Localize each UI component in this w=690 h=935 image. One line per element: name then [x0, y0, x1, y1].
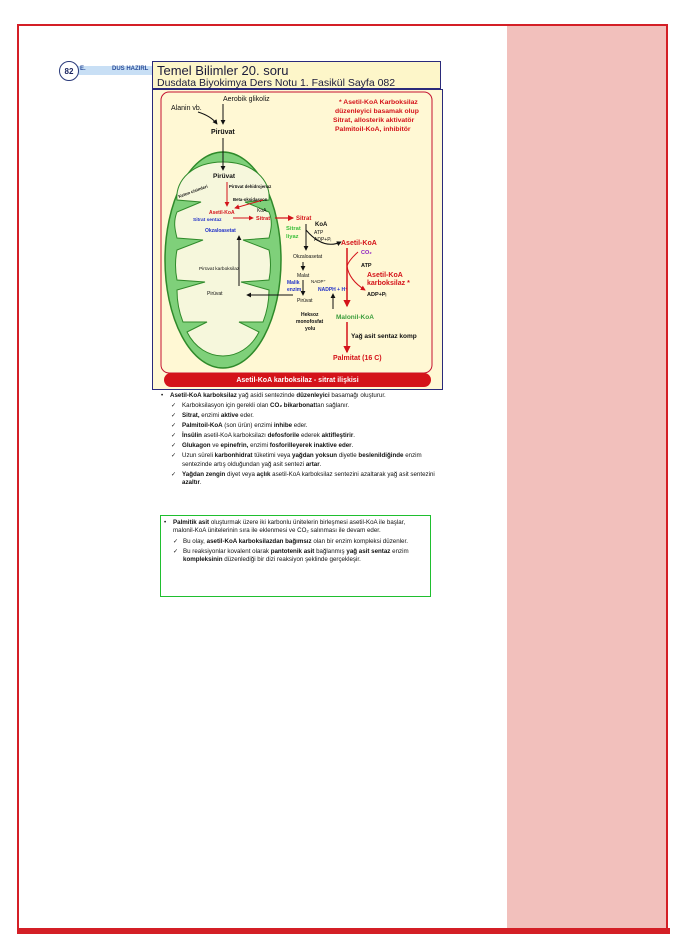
main-text: Asetil-KoA karboksilaz yağ asidi sentezi…	[160, 392, 435, 489]
label-co2: CO₂	[361, 250, 372, 256]
header-fragment-left: E.	[80, 66, 86, 72]
label-palmitat: Palmitat (16 C)	[333, 355, 382, 362]
label-heksoz-2: monofosfat	[296, 319, 324, 325]
label-asetil-inside: Asetil-KoA	[209, 210, 235, 216]
label-okzaloasetat-inside: Okzaloasetat	[205, 228, 236, 234]
figure-note-line-1: * Asetil-KoA Karboksilaz	[339, 99, 418, 106]
label-piruvat-bottom: Pirüvat	[207, 291, 223, 297]
label-yag-asit-sentaz: Yağ asit sentaz komp	[351, 333, 417, 340]
label-sitrat-inside: Sitrat	[256, 216, 270, 222]
side-panel	[507, 26, 666, 928]
label-malik-1: Malik	[287, 280, 300, 286]
list-item: Palmitoil-KoA (son ürün) enzimi inhibe e…	[160, 422, 435, 431]
label-malik-2: enzim	[287, 287, 302, 293]
mitochondrion-inner	[174, 161, 272, 357]
figure-note-line-3: Sitrat, allosterik aktivatör	[333, 117, 415, 124]
pathway-figure: Aerobik glikoliz Alanin vb. Pirüvat Pirü…	[152, 89, 443, 390]
pathway-diagram: Aerobik glikoliz Alanin vb. Pirüvat Pirü…	[160, 91, 433, 374]
label-beta-ox: Beta-oksidasyon	[233, 197, 268, 202]
list-item: Bu reaksiyonlar kovalent olarak pantoten…	[164, 548, 425, 565]
list-item: Glukagon ve epinefrin, enzimi fosforille…	[160, 442, 435, 451]
label-adp-2: ADP+Pᵢ	[367, 292, 386, 298]
figure-note-line-2: düzenleyici basamak olup	[335, 108, 419, 115]
title-box: Temel Bilimler 20. soru Dusdata Biyokimy…	[152, 61, 441, 89]
list-item: İnsülin asetil-KoA karboksilazı defosfor…	[160, 432, 435, 441]
label-aerobik-glikoliz: Aerobik glikoliz	[223, 96, 270, 103]
label-piruvat-cytosol: Pirüvat	[297, 298, 313, 304]
bottom-bar	[17, 928, 670, 934]
label-heksoz-3: yolu	[305, 326, 315, 332]
label-asetil-cytosol: Asetil-KoA	[341, 240, 377, 247]
label-nadp: NADP⁺	[311, 279, 327, 284]
list-item: Sitrat, enzimi aktive eder.	[160, 412, 435, 421]
label-alanin: Alanin vb.	[171, 105, 202, 112]
figure-caption: Asetil-KoA karboksilaz - sitrat ilişkisi	[164, 373, 431, 387]
figure-note-line-4: Palmitoil-KoA, inhibitör	[335, 126, 411, 133]
lead-paragraph: Asetil-KoA karboksilaz yağ asidi sentezi…	[160, 392, 435, 401]
header-fragment: DUS HAZIRL	[112, 66, 149, 72]
header-strip	[72, 66, 152, 75]
label-malonil: Malonil-KoA	[336, 314, 374, 321]
list-item: Uzun süreli karbonhidrat tüketimi veya y…	[160, 452, 435, 469]
label-malat: Malat	[297, 273, 310, 279]
title-line-1: Temel Bilimler 20. soru	[157, 63, 289, 78]
label-adp-cytosol: ADP+Pᵢ	[314, 237, 332, 243]
label-atp-cytosol: ATP	[314, 230, 324, 236]
page-number: 82	[59, 61, 79, 81]
label-atp-2: ATP	[361, 263, 372, 269]
label-piruvat-karboksilaz-1: Pirüvat karboksilaz	[199, 266, 240, 272]
green-box-lead: Palmitik asit oluşturmak üzere iki karbo…	[164, 519, 425, 536]
label-nadph: NADPH + H⁺	[318, 287, 348, 293]
label-piruvat-top: Pirüvat	[211, 129, 235, 136]
list-item: Yağdan zengin diyet veya açlık asetil-Ko…	[160, 471, 435, 488]
label-okzaloasetat-cytosol: Okzaloasetat	[293, 254, 323, 260]
list-item: Karboksilasyon için gerekli olan CO₂ bik…	[160, 402, 435, 411]
label-sitrat-sentaz: Sitrat sentaz	[193, 217, 222, 223]
palmitik-asit-box: Palmitik asit oluşturmak üzere iki karbo…	[160, 515, 431, 597]
label-sitrat-cytosol: Sitrat	[296, 216, 311, 222]
label-piruvat-inside: Pirüvat	[213, 173, 236, 180]
label-piruvat-dh: Pirüvat dehidrojenaz	[229, 184, 271, 189]
label-heksoz-1: Heksoz	[301, 312, 319, 318]
label-karboksilaz-1: Asetil-KoA	[367, 272, 403, 279]
label-karboksilaz-2: karboksilaz *	[367, 280, 410, 287]
label-koa-cytosol: KoA	[315, 222, 328, 228]
list-item: Bu olay, asetil-KoA karboksilazdan bağım…	[164, 538, 425, 547]
label-sitrat-liyaz-1: Sitrat	[286, 226, 301, 232]
label-sitrat-liyaz-2: liyaz	[286, 234, 299, 240]
label-koa-inside: KoA	[257, 208, 267, 214]
title-line-2: Dusdata Biyokimya Ders Notu 1. Fasikül S…	[157, 77, 396, 89]
